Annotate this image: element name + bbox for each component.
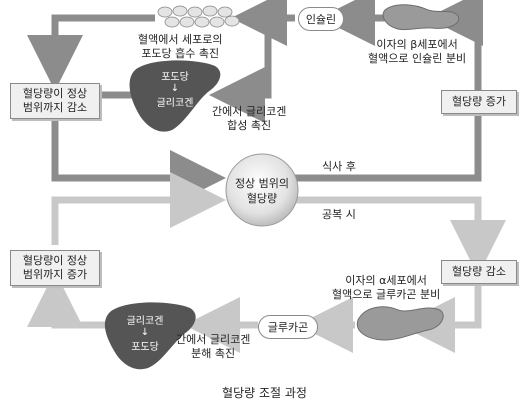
glucose-increase-box: 혈당량 증가 [441,90,517,114]
pancreas-beta-icon [382,4,460,31]
normal-range-circle [225,153,299,227]
pancreas-alpha-icon [356,306,444,341]
insulin-label: 인슐린 [298,7,344,31]
diagram-caption: 혈당량 조절 과정 [222,386,307,400]
liver-bottom-text: 글리코겐↓포도당 [126,316,164,353]
fasting-label: 공복 시 [322,208,356,221]
liver-bottom-icon [104,302,196,370]
body-cells-icon [157,5,240,28]
liver-top-text: 포도당↓글리코겐 [156,72,194,109]
bottom-cycle-arrows [26,172,506,353]
glucagon-label: 글루카곤 [258,315,318,339]
glucose-decrease-box: 혈당량 감소 [441,260,517,284]
liver-top-icon [129,60,221,132]
after-meal-label: 식사 후 [322,160,356,173]
